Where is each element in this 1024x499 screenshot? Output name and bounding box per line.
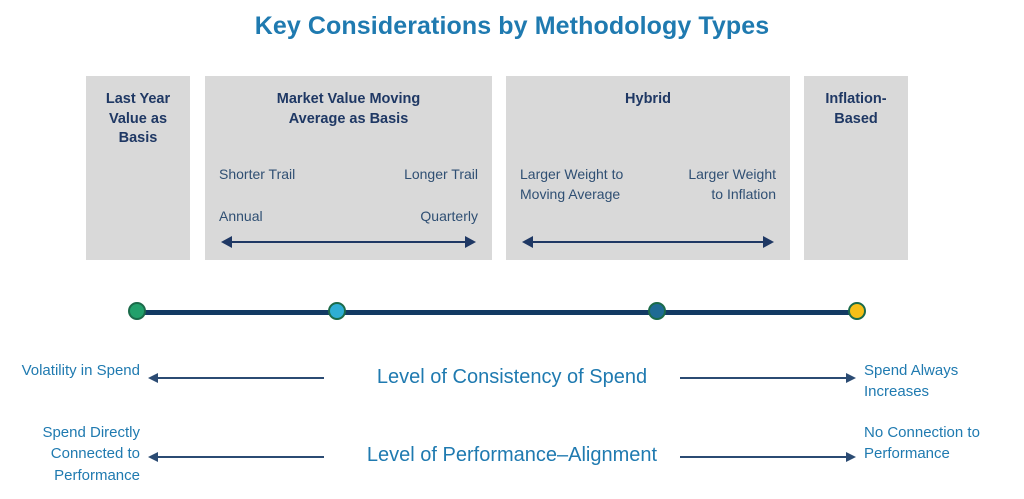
spectrum-right-label-no-connection: No Connection to Performance bbox=[864, 424, 980, 463]
box-heading-inflation-based: Inflation- Based bbox=[804, 90, 908, 129]
methodology-timeline bbox=[0, 300, 1024, 328]
box-heading-last-year-value: Last Year Value as Basis bbox=[86, 90, 190, 149]
spectrum-left-label-volatility: Volatility in Spend bbox=[21, 362, 140, 379]
arrow-right-icon-consistency bbox=[680, 373, 856, 383]
spectrum-center-label-performance-alignment: Level of Performance–Alignment bbox=[366, 444, 658, 466]
spectrum-center-label-consistency: Level of Consistency of Spend bbox=[376, 366, 648, 388]
arrow-head-right-icon bbox=[465, 236, 476, 248]
box-heading-line: Average as Basis bbox=[288, 110, 409, 127]
arrow-right-icon-performance bbox=[680, 452, 856, 462]
weight-row: Larger Weight to Moving Average Larger W… bbox=[520, 164, 776, 205]
arrow-left-icon-performance bbox=[148, 452, 324, 462]
spectrum-consistency-of-spend: Volatility in Spend Level of Consistency… bbox=[0, 352, 1024, 410]
page-title: Key Considerations by Methodology Types bbox=[254, 12, 770, 40]
arrow-head-right-icon bbox=[846, 452, 856, 462]
box-heading-line: Based bbox=[834, 110, 878, 127]
spectrum-right-label-spend-always-increases: Spend Always Increases bbox=[864, 362, 959, 401]
timeline-dot-moving-average bbox=[328, 302, 346, 320]
arrow-head-left-icon bbox=[148, 452, 158, 462]
arrow-left-icon-consistency bbox=[148, 373, 324, 383]
methodology-box-hybrid: Hybrid Larger Weight to Moving Average L… bbox=[506, 76, 790, 260]
weight-left-label: Larger Weight to Moving Average bbox=[520, 166, 624, 203]
timeline-dot-inflation bbox=[848, 302, 866, 320]
arrow-head-left-icon bbox=[221, 236, 232, 248]
frequency-right-label: Quarterly bbox=[420, 208, 478, 224]
trail-right-label: Longer Trail bbox=[404, 166, 478, 182]
box-heading-market-value-moving-average: Market Value Moving Average as Basis bbox=[205, 90, 492, 129]
methodology-box-last-year-value: Last Year Value as Basis bbox=[86, 76, 190, 260]
arrow-head-left-icon bbox=[522, 236, 533, 248]
box-heading-line: Basis bbox=[118, 130, 158, 147]
arrow-head-right-icon bbox=[763, 236, 774, 248]
frequency-left-label: Annual bbox=[219, 208, 263, 224]
spectrum-performance-alignment: Spend Directly Connected to Performance … bbox=[0, 422, 1024, 484]
arrow-shaft bbox=[531, 241, 765, 243]
timeline-dot-hybrid bbox=[648, 302, 666, 320]
box-heading-hybrid: Hybrid bbox=[506, 90, 790, 110]
arrow-head-left-icon bbox=[148, 373, 158, 383]
double-headed-arrow-icon-moving-average bbox=[221, 236, 476, 248]
arrow-shaft bbox=[157, 456, 324, 458]
arrow-shaft bbox=[680, 456, 847, 458]
box-heading-line: Market Value Moving bbox=[276, 91, 421, 107]
methodology-box-inflation-based: Inflation- Based bbox=[804, 76, 908, 260]
arrow-shaft bbox=[230, 241, 467, 243]
arrow-head-right-icon bbox=[846, 373, 856, 383]
arrow-shaft bbox=[157, 377, 324, 379]
timeline-line bbox=[137, 310, 857, 315]
spectrum-left-label-spend-directly-connected: Spend Directly Connected to Performance bbox=[42, 424, 140, 484]
weight-right-label: Larger Weight to Inflation bbox=[688, 166, 776, 203]
methodology-box-market-value-moving-average: Market Value Moving Average as Basis Sho… bbox=[205, 76, 492, 260]
trail-left-label: Shorter Trail bbox=[219, 166, 296, 182]
arrow-shaft bbox=[680, 377, 847, 379]
double-headed-arrow-icon-hybrid bbox=[522, 236, 774, 248]
box-heading-line: Value as bbox=[108, 110, 168, 127]
trail-length-row: Shorter Trail Longer Trail bbox=[219, 164, 478, 184]
timeline-dot-last-year-value bbox=[128, 302, 146, 320]
frequency-row: Annual Quarterly bbox=[219, 206, 478, 226]
box-heading-line: Last Year bbox=[105, 91, 171, 107]
box-heading-line: Inflation- bbox=[825, 91, 887, 107]
box-heading-line: Hybrid bbox=[625, 91, 671, 107]
